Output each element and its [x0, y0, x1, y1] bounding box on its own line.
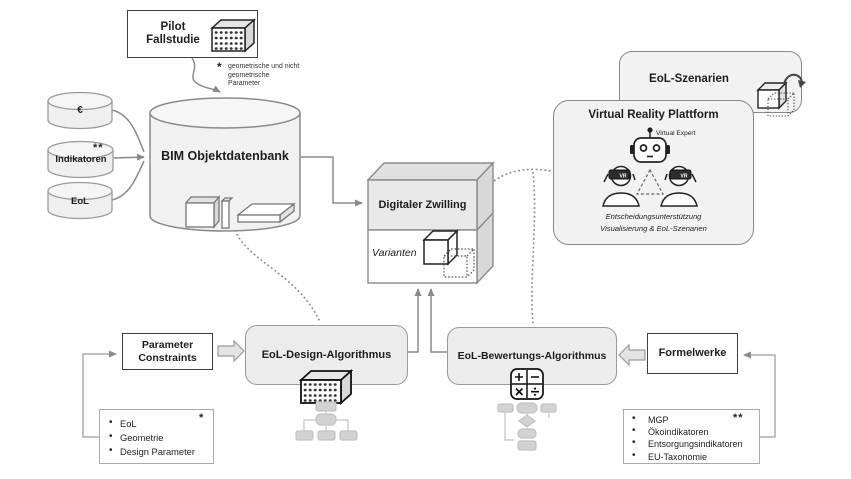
formelwerke-label: Formelwerke — [658, 347, 727, 360]
list-item: MGP — [631, 413, 757, 426]
list-item: EU-Taxonomie — [631, 450, 757, 463]
list-item: Design Parameter — [108, 444, 212, 459]
formulas-to-evaluation-block-arrow — [618, 343, 646, 367]
indicators-cylinder-label: Indikatoren — [55, 153, 107, 165]
eol-cylinder-label: EoL — [71, 195, 89, 207]
indicators-asterisks: ** — [93, 142, 104, 154]
evaluation-to-variants-arrow — [427, 288, 447, 353]
virtual-expert-label: Virtual Expert — [656, 130, 696, 138]
list-item: Ökoindikatoren — [631, 425, 757, 438]
right-indicator-list: MGP Ökoindikatoren Entsorgungsindikatore… — [631, 413, 757, 463]
constraints-to-design-block-arrow — [217, 339, 245, 363]
euro-cylinder-label: € — [77, 105, 83, 117]
bim-to-twin-arrow — [301, 156, 363, 207]
list-item: EoL — [108, 416, 212, 431]
list-item: Geometrie — [108, 430, 212, 445]
eol-design-algorithm-label: EoL-Design-Algorithmus — [261, 348, 392, 361]
design-flowchart-icon — [295, 401, 358, 441]
parameter-constraints-label: Parameter Constraints — [138, 339, 197, 364]
eol-evaluation-algorithm-label: EoL-Bewertungs-Algorithmus — [457, 349, 607, 362]
variants-ghost-cube-icon — [443, 247, 475, 278]
design-to-variants-arrow — [408, 288, 422, 353]
list-item: Entsorgungsindikatoren — [631, 437, 757, 450]
formelwerke-box — [647, 333, 738, 374]
pilot-case-study-label: Pilot Fallstudie — [146, 20, 200, 46]
geometric-parameters-note: geometrische und nicht geometrische Para… — [228, 63, 300, 88]
vr-platform-title: Virtual Reality Plattform — [588, 109, 719, 122]
evaluation-flowchart-icon — [497, 402, 557, 451]
digital-twin-title: Digitaler Zwilling — [378, 198, 467, 211]
eol-scenarios-label: EoL-Szenarien — [649, 73, 729, 86]
variants-label: Varianten — [372, 246, 417, 259]
note-asterisk: * — [217, 60, 223, 74]
bim-object-shapes — [184, 195, 296, 229]
vr-subtitle-line1: Entscheidungsunterstützung — [605, 212, 702, 222]
left-parameter-list: EoL Geometrie Design Parameter — [108, 416, 212, 459]
parameter-constraints-box — [122, 333, 213, 370]
source-connectors — [111, 109, 145, 201]
bim-database-label: BIM Objektdatenbank — [161, 148, 289, 163]
vr-subtitle-line2: Visualisierung & EoL-Szenarien — [600, 224, 707, 234]
pilot-to-bim-arrow — [191, 57, 221, 93]
